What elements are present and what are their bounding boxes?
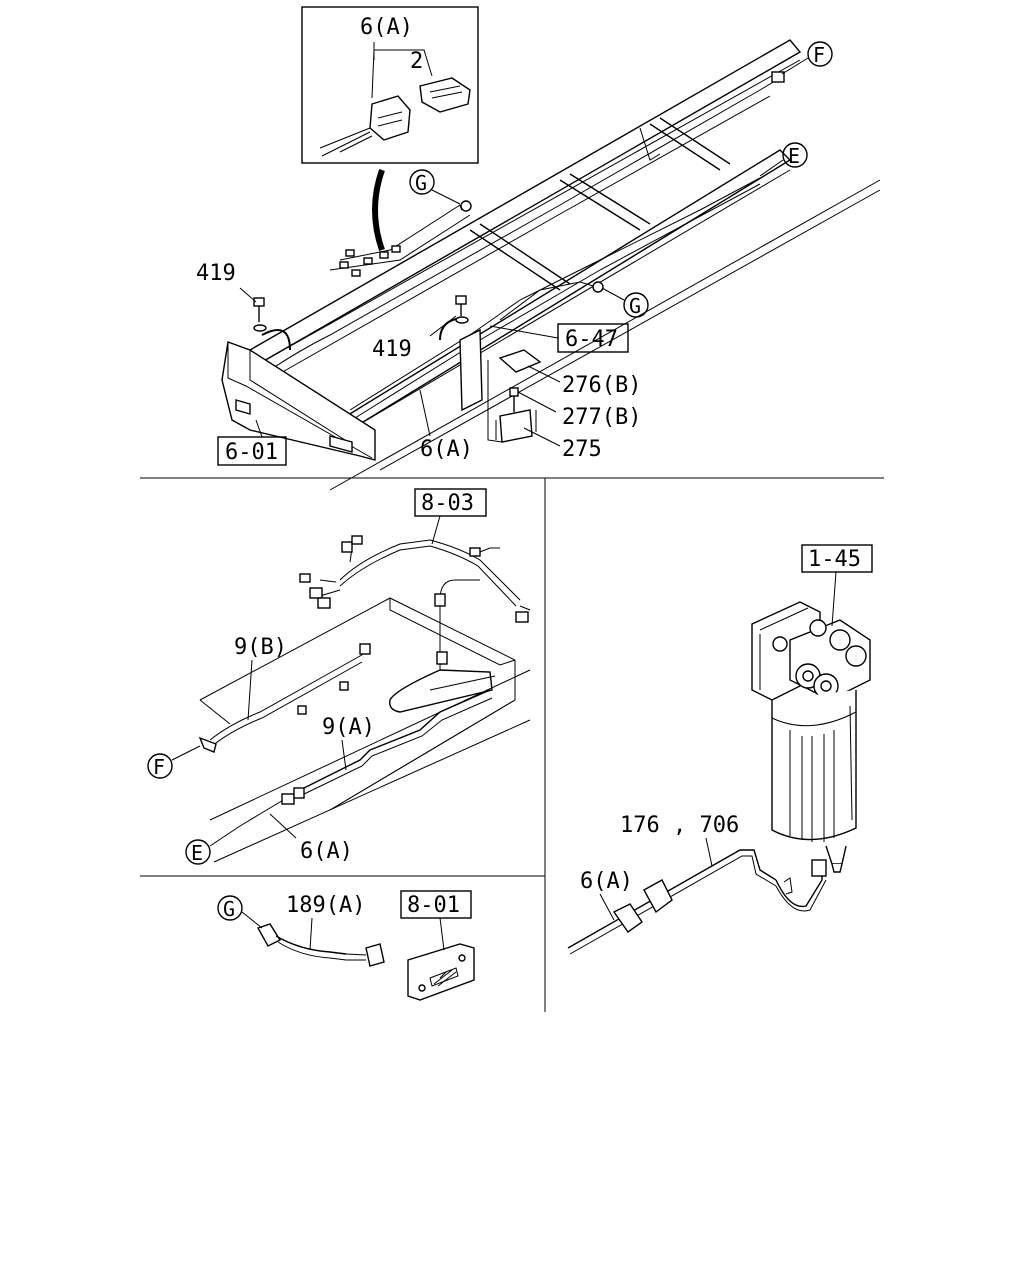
callout-f-top: F: [813, 43, 825, 67]
label-6a-mid: 6(A): [300, 839, 353, 864]
bolt-left: [239, 287, 267, 332]
ref-box-8-03: [414, 488, 487, 517]
bolt-mid: [429, 295, 469, 337]
label-9a: 9(A): [322, 715, 375, 740]
label-419-mid: 419: [372, 337, 412, 362]
ref-box-1-45: [801, 544, 873, 573]
chassis-frame: [249, 39, 881, 491]
callout-g-bottom: G: [223, 897, 235, 921]
label-275: 275: [562, 437, 602, 462]
ref-box-6-01: [217, 436, 287, 466]
label-6a-top: 6(A): [420, 437, 473, 462]
ref-8-01-text: 8-01: [407, 893, 460, 918]
fuel-tank-drawing: [199, 579, 531, 863]
ref-1-45-text: 1-45: [808, 547, 861, 572]
inset-sub-label: 2: [410, 49, 423, 74]
harness-9b: [198, 643, 371, 753]
callout-f-mid: F: [153, 755, 165, 779]
ref-box-8-01: [400, 890, 472, 919]
inset-label: 6(A): [360, 15, 413, 40]
harness-8-03: [299, 535, 531, 623]
ref-8-03-text: 8-03: [421, 491, 474, 516]
callout-g-top-1: G: [415, 171, 427, 195]
label-276b: 276(B): [562, 373, 641, 398]
fuel-harness-176-706: [567, 849, 827, 955]
callout-g-top-2: G: [629, 294, 641, 318]
front-bumper: [221, 341, 376, 461]
label-6a-right: 6(A): [580, 869, 633, 894]
label-419-left: 419: [196, 261, 236, 286]
label-277b: 277(B): [562, 405, 641, 430]
ref-6-01-text: 6-01: [225, 440, 278, 465]
fuel-filter-drawing: [751, 601, 871, 873]
callout-e-mid: E: [191, 841, 203, 865]
inset-box: [301, 6, 479, 164]
callout-e-top: E: [788, 144, 800, 168]
label-176-706: 176 , 706: [620, 813, 739, 838]
harness-wires: [261, 71, 785, 419]
label-9b: 9(B): [234, 635, 287, 660]
ref-6-47-text: 6-47: [565, 327, 618, 352]
lamp-harness-189a: [256, 923, 475, 1001]
label-189a: 189(A): [286, 893, 365, 918]
connector-drawing: [319, 77, 471, 157]
bracket-assembly: [459, 328, 561, 447]
